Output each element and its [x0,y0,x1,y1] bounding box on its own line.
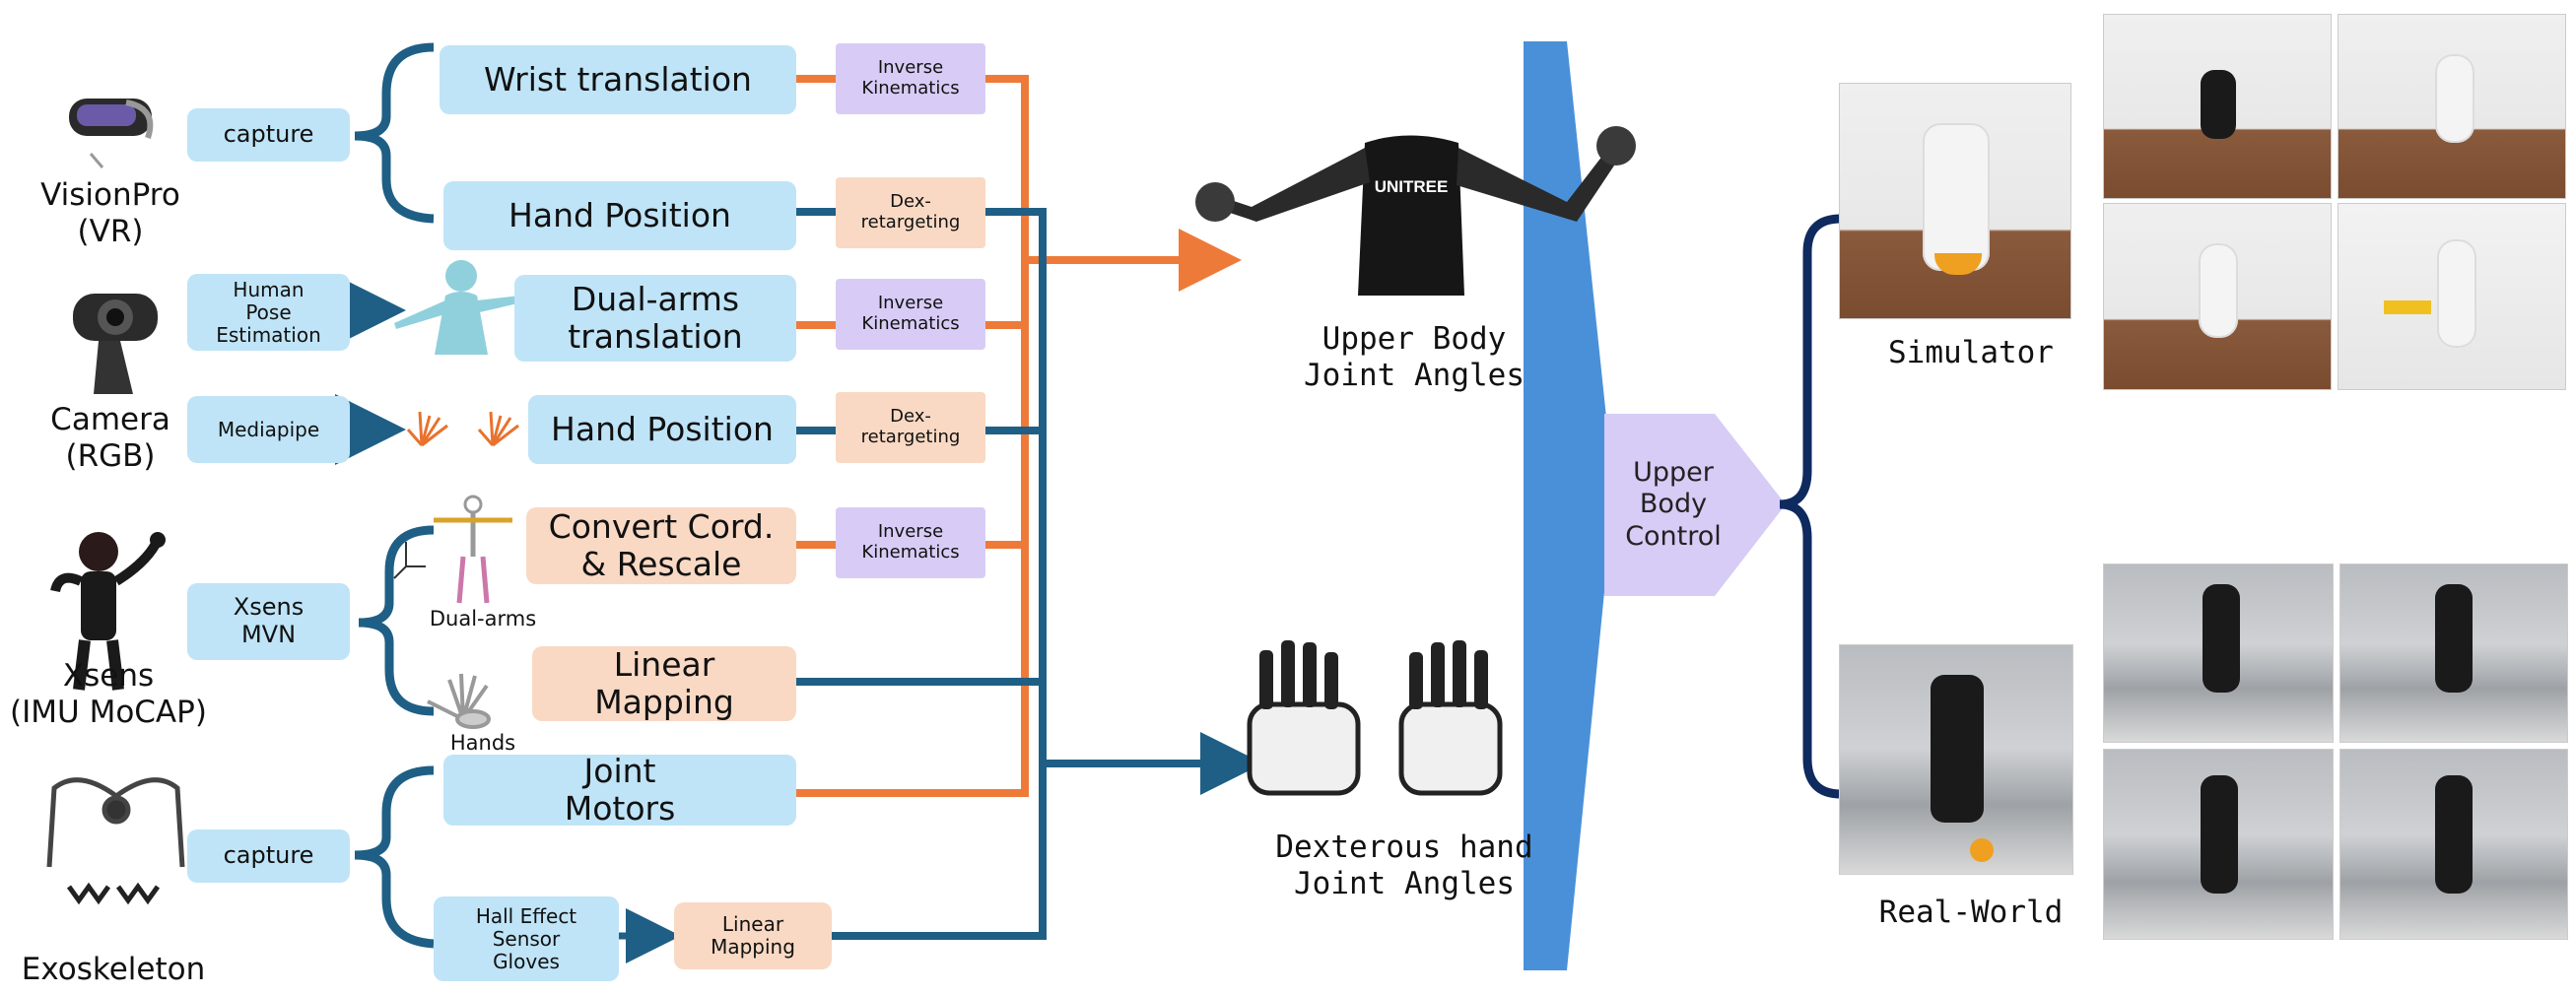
simulator-main-image [1839,83,2071,319]
source-label-camera: Camera (RGB) [50,402,170,475]
dex-retargeting-box-2: Dex- retargeting [836,392,985,463]
dex-retargeting-box-1: Dex- retargeting [836,177,985,248]
hand-position-box-visionpro: Hand Position [443,181,796,250]
visionpro-headset-icon [69,99,154,168]
simulator-label: Simulator [1888,335,2054,370]
simulator-image-1 [2103,14,2332,199]
mediapipe-box: Mediapipe [187,396,350,463]
xsens-person-icon [50,532,166,691]
exoskeleton-icon [46,777,185,905]
control-arrow-shape [1604,414,1786,596]
joint-motors-box: Joint Motors [443,753,796,827]
hand-position-box-camera: Hand Position [528,395,796,464]
real-world-image-4 [2339,749,2568,940]
hands-label: Hands [449,731,516,755]
funnel-bar [1524,41,1614,970]
real-world-label: Real-World [1878,895,2064,930]
brace-xsens [358,525,435,716]
webcam-icon [73,294,158,394]
capture-box-exoskeleton: capture [187,829,350,883]
simulator-image-4 [2338,203,2566,390]
brace-output [1779,214,1842,799]
brace-exoskeleton [354,765,435,949]
skeleton-figure-icon [393,495,512,604]
linear-mapping-box-xsens: Linear Mapping [532,646,796,721]
human-pose-figure-icon [394,260,522,355]
upper-body-robot-icon [1195,126,1636,296]
hand-keypoints-icon [406,411,519,447]
inverse-kinematics-box-2: Inverse Kinematics [836,279,985,350]
simulator-image-3 [2103,203,2332,390]
inverse-kinematics-box-3: Inverse Kinematics [836,507,985,578]
real-world-image-2 [2339,564,2568,743]
simulator-image-2 [2338,14,2566,199]
dexterous-hand-joint-angles-label: Dexterous hand Joint Angles [1275,829,1533,902]
inverse-kinematics-box-1: Inverse Kinematics [836,43,985,114]
convert-cord-rescale-box: Convert Cord. & Rescale [526,507,796,584]
human-pose-estimation-box: Human Pose Estimation [187,274,350,351]
real-world-image-1 [2103,564,2334,743]
upper-body-control-label: Upper Body Control [1625,456,1722,552]
hand-bones-icon [427,673,491,729]
source-label-visionpro: VisionPro (VR) [40,177,180,250]
real-world-image-3 [2103,749,2334,940]
brace-visionpro [354,42,435,224]
capture-box-visionpro: capture [187,108,350,162]
upper-body-joint-angles-label: Upper Body Joint Angles [1304,321,1525,394]
xsens-mvn-box: Xsens MVN [187,583,350,660]
linear-mapping-box-exo: Linear Mapping [674,902,832,969]
real-world-main-image [1839,644,2073,875]
source-label-exoskeleton: Exoskeleton [21,952,206,987]
dual-arms-label: Dual-arms [429,607,537,630]
dexterous-hands-icon [1247,640,1503,796]
wrist-translation-box: Wrist translation [440,45,796,114]
dual-arms-translation-box: Dual-arms translation [514,275,796,362]
shirt-brand-text: UNITREE [1375,177,1449,196]
hall-effect-sensor-gloves-box: Hall Effect Sensor Gloves [434,896,619,981]
source-label-xsens: Xsens (IMU MoCAP) [10,658,207,731]
